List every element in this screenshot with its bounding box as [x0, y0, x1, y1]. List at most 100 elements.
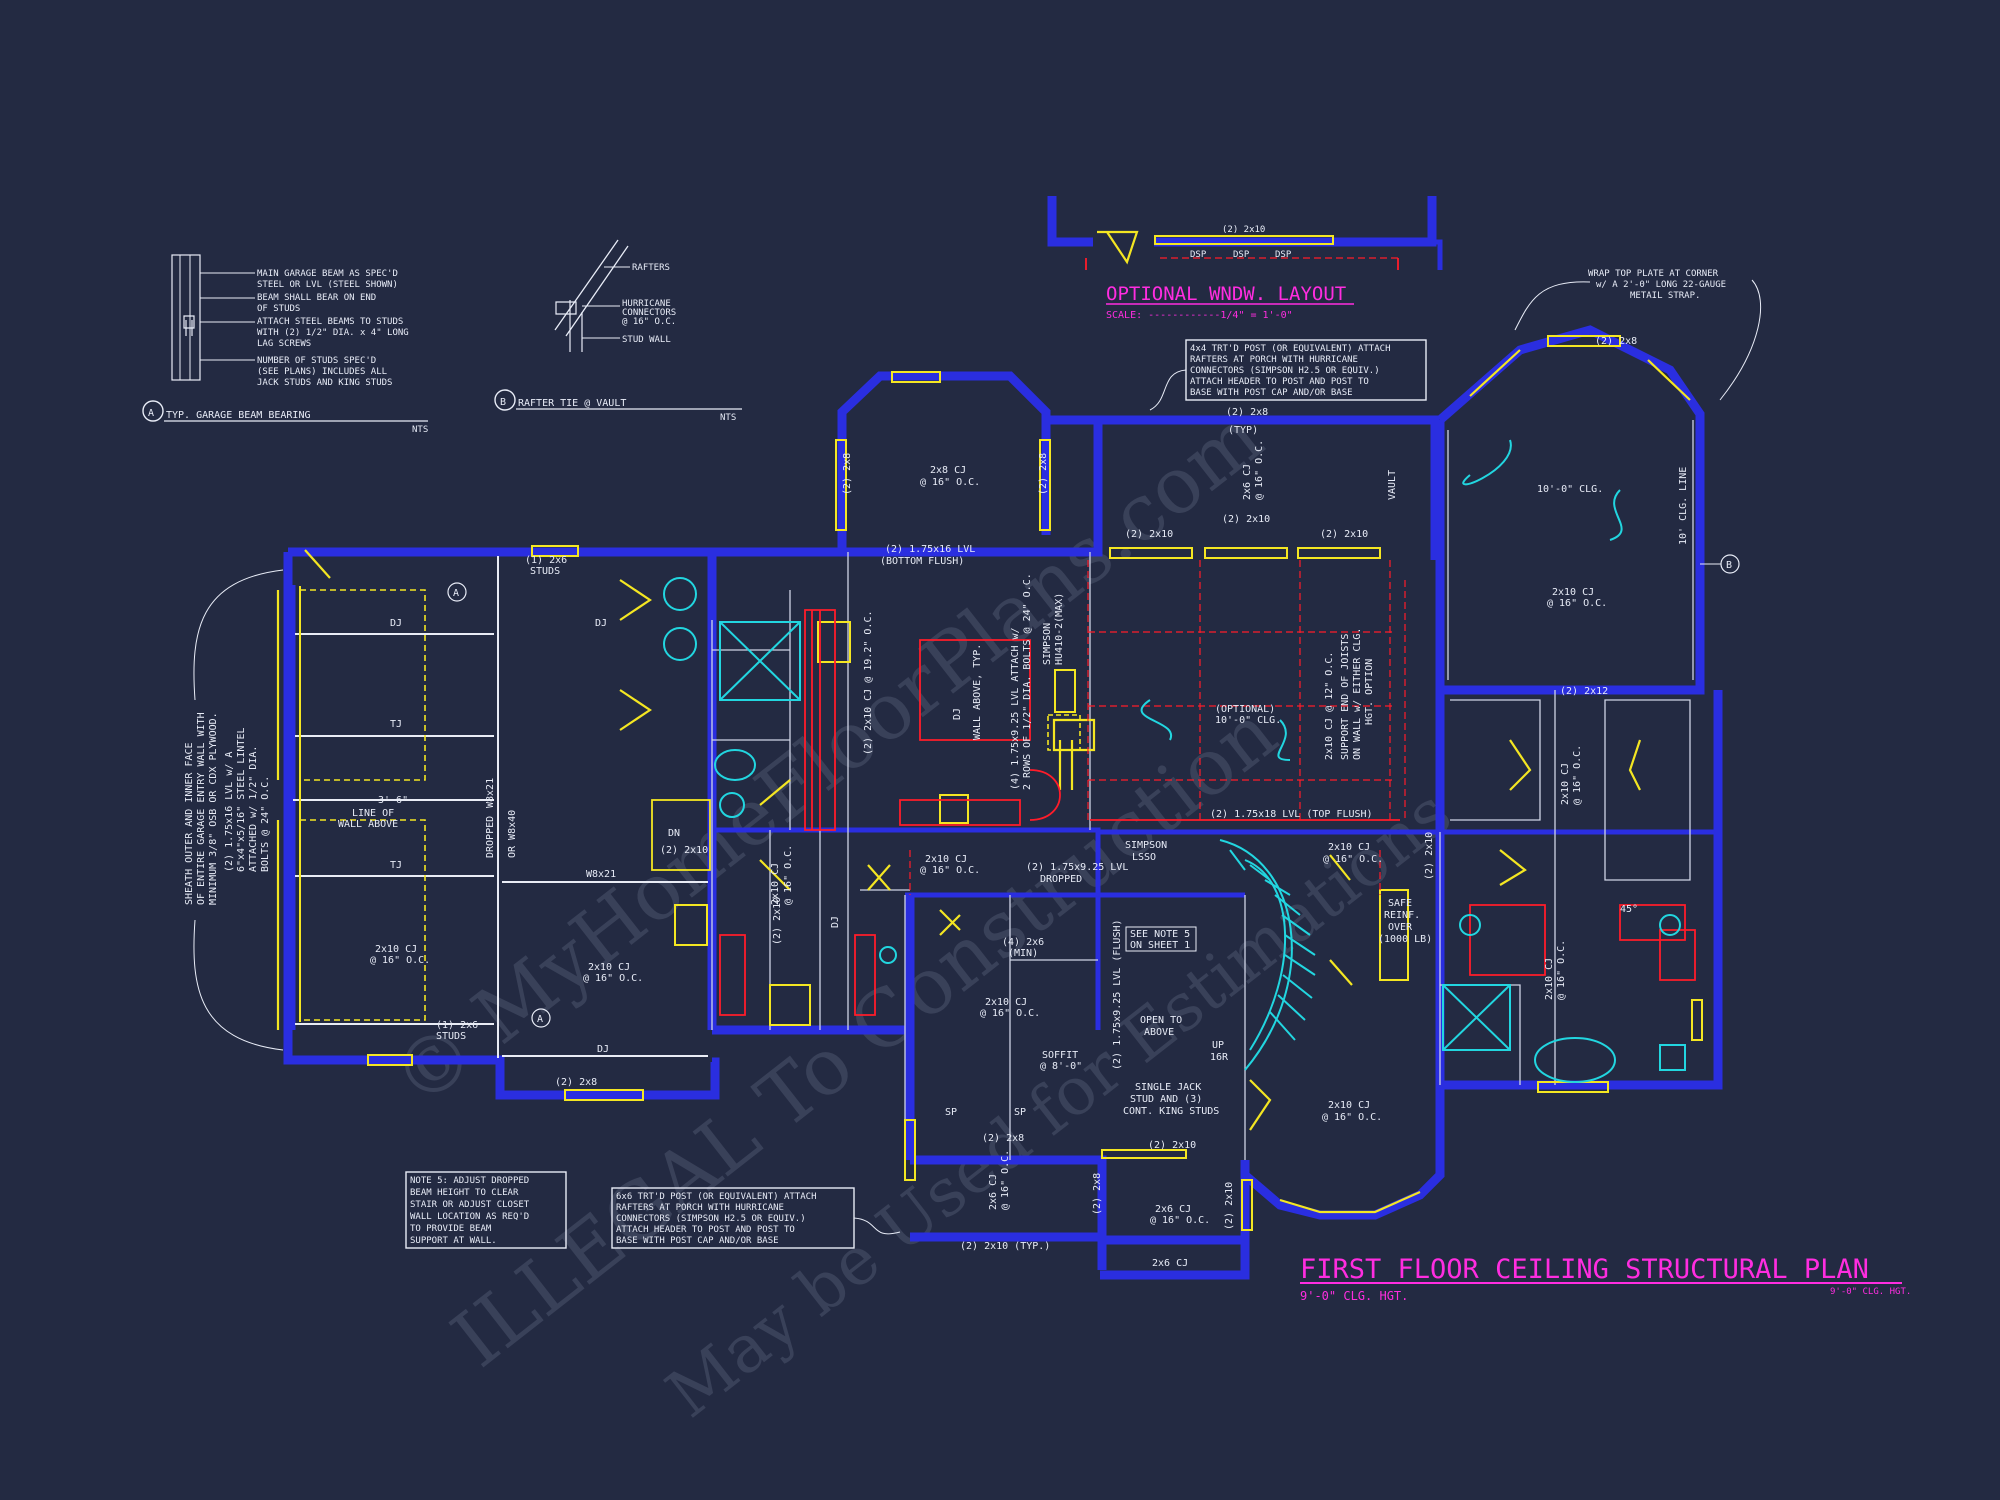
label-hall-oc: @ 16" O.C. — [1323, 854, 1383, 865]
label-closet-cj: 2x10 CJ — [1560, 763, 1571, 805]
label-45deg: 45° — [1620, 904, 1638, 915]
note-sheath-2: OF ENTIRE GARAGE ENTRY WALL WITH — [196, 712, 207, 905]
note-porch-top-3: CONNECTORS (SIMPSON H2.5 OR EQUIV.) — [1190, 366, 1380, 376]
main-title-block: FIRST FLOOR CEILING STRUCTURAL PLAN 9'-0… — [1300, 1254, 1911, 1303]
label-porch-hdr-side: (2) 2x8 — [1092, 1173, 1103, 1215]
label-lvl-dropped: (2) 1.75x9.25 LVL — [1026, 862, 1128, 873]
note-porch-bottom-5: BASE WITH POST CAP AND/OR BASE — [616, 1236, 779, 1246]
detail-a-note-8: NUMBER OF STUDS SPEC'D — [257, 356, 376, 366]
note-lvl-garage-4: BOLTS @ 24" O.C. — [260, 776, 271, 872]
label-jack-1: SINGLE JACK — [1135, 1082, 1201, 1093]
label-entry-cj: 2x6 CJ — [1155, 1204, 1191, 1215]
label-dim-36: 3'-6" — [378, 795, 408, 806]
label-clg-10-line: 10' CLG. LINE — [1678, 467, 1689, 545]
note-sheath-1: SHEATH OUTER AND INNER FACE — [184, 742, 195, 905]
note-5-line-6: SUPPORT AT WALL. — [410, 1236, 497, 1246]
label-laundry-cj: 2x10 CJ — [770, 863, 781, 905]
label-bay-header-l: (2) 2x8 — [842, 453, 853, 495]
label-safe-4: (1000 LB) — [1378, 934, 1432, 945]
label-min-2x6: (4) 2x6 — [1002, 937, 1044, 948]
label-safe-2: REINF. — [1384, 910, 1420, 921]
note-porch-top-2: RAFTERS AT PORCH WITH HURRICANE — [1190, 355, 1358, 365]
label-tj-2: TJ — [390, 860, 402, 871]
label-simpson-lsso-2: LSSO — [1132, 852, 1156, 863]
label-garage-header: (2) 2x8 — [555, 1077, 597, 1088]
label-lvl-dropped-2: DROPPED — [1040, 874, 1082, 885]
detail-a-title: TYP. GARAGE BEAM BEARING — [166, 410, 311, 421]
label-soffit-2: @ 8'-0" — [1040, 1061, 1082, 1072]
detail-b-rafter-tie: RAFTERS HURRICANE CONNECTORS @ 16" O.C. … — [494, 239, 742, 423]
label-studs-top: (1) 2x6 — [525, 555, 567, 566]
optional-layout-scale: SCALE: ------------1/4" = 1'-0" — [1106, 310, 1293, 321]
label-dj-1: DJ — [390, 618, 402, 629]
garage-side-notes: SHEATH OUTER AND INNER FACE OF ENTIRE GA… — [184, 554, 1740, 1051]
label-bath-cj: 2x10 CJ — [1544, 958, 1555, 1000]
label-w8x21-beam: W8x21 — [586, 869, 616, 880]
detail-b-scale: NTS — [720, 413, 736, 423]
label-hdr-1: (2) 2x10 — [1125, 529, 1173, 540]
label-entry-oc: @ 16" O.C. — [1150, 1215, 1210, 1226]
label-cj-19: (2) 2x10 CJ @ 19.2" O.C. — [863, 611, 874, 756]
optional-window-layout: (2) 2x10 DSP DSP DSP OPTIONAL WNDW. LAYO… — [1047, 196, 1443, 321]
label-w8x21-vertical: W8x21 — [485, 778, 496, 808]
label-porch-header: (2) 2x8 — [1226, 407, 1268, 418]
label-safe-1: SAFE — [1388, 898, 1412, 909]
label-lvl-bottom-2: (BOTTOM FLUSH) — [880, 556, 964, 567]
label-study-cj: 2x10 CJ — [925, 854, 967, 865]
label-front-typ: (2) 2x10 (TYP.) — [960, 1241, 1050, 1252]
detail-a-note-6: WITH (2) 1/2" DIA. x 4" LONG — [257, 328, 409, 338]
label-garage-cj-1: 2x10 CJ — [375, 944, 417, 955]
label-see-note: SEE NOTE 5 — [1130, 929, 1190, 940]
label-garage-oc-1: @ 16" O.C. — [370, 955, 430, 966]
opt-dsp-1: DSP — [1190, 250, 1207, 260]
label-lvl-top: (2) 1.75x18 LVL (TOP FLUSH) — [1210, 809, 1373, 820]
label-vault-hdr-top: (2) 2x8 — [1595, 336, 1637, 347]
label-hdr-3: (2) 2x10 — [1320, 529, 1368, 540]
label-hall-hdr: (2) 2x10 — [1424, 832, 1435, 880]
label-support-1: SUPPORT END OF JOISTS — [1340, 634, 1351, 760]
label-garage-cj-2: 2x10 CJ — [588, 962, 630, 973]
note-5: NOTE 5: ADJUST DROPPED BEAM HEIGHT TO CL… — [405, 1171, 567, 1249]
label-vault-oc: @ 16" O.C. — [1547, 598, 1607, 609]
callout-a-1: A — [453, 588, 459, 599]
plan-labels: DJ DJ TJ TJ DJ DN 2x10 CJ @ 16" O.C. 2x1… — [338, 336, 1689, 1269]
note-wrap-1: WRAP TOP PLATE AT CORNER — [1588, 269, 1719, 279]
label-safe-3: OVER — [1388, 922, 1413, 933]
detail-a-garage-beam-bearing: MAIN GARAGE BEAM AS SPEC'D STEEL OR LVL … — [142, 254, 428, 435]
main-title: FIRST FLOOR CEILING STRUCTURAL PLAN — [1300, 1254, 1869, 1285]
label-h-2x12: (2) 2x12 — [1560, 686, 1608, 697]
label-laundry-oc: @ 16" O.C. — [783, 845, 794, 905]
label-optional-clg: (OPTIONAL) — [1215, 704, 1275, 715]
label-dining-cj: 2x8 CJ — [930, 465, 966, 476]
label-porch-cj: 2x6 CJ — [1242, 464, 1253, 500]
note-wrap-3: METAIL STRAP. — [1630, 291, 1700, 301]
label-bay-oc: @ 16" O.C. — [1322, 1112, 1382, 1123]
label-dining-oc: @ 16" O.C. — [920, 477, 980, 488]
label-open-above: ABOVE — [1144, 1027, 1174, 1038]
label-simpson-hu: SIMPSON — [1042, 623, 1053, 665]
note-porch-bottom-2: RAFTERS AT PORCH WITH HURRICANE — [616, 1203, 784, 1213]
label-entry-hdr-side: (2) 2x10 — [1224, 1182, 1235, 1230]
label-dj-3: DJ — [597, 1044, 609, 1055]
label-laundry-hdr: (2) 2x10 — [772, 897, 783, 945]
label-study-oc: @ 16" O.C. — [920, 865, 980, 876]
note-5-line-2: BEAM HEIGHT TO CLEAR — [410, 1188, 519, 1198]
detail-a-note-5: ATTACH STEEL BEAMS TO STUDS — [257, 317, 403, 327]
label-cj-12: 2x10 CJ @ 12" O.C. — [1324, 652, 1335, 760]
fixtures-and-stairs — [663, 439, 1686, 1083]
note-lvl-garage-2: 6"x4"x5/16" STEEL LINTEL — [236, 728, 247, 873]
detail-b-note-4: @ 16" O.C. — [622, 317, 676, 327]
label-lvl-flush: (2) 1.75x9.25 LVL (FLUSH) — [1112, 919, 1123, 1070]
label-dj-2: DJ — [595, 618, 607, 629]
note-porch-bottom-3: CONNECTORS (SIMPSON H2.5 OR EQUIV.) — [616, 1214, 806, 1224]
detail-a-note-3: BEAM SHALL BEAR ON END — [257, 293, 376, 303]
note-sheath-3: MINIMUM 3/8" OSB OR CDX PLYWOOD. — [208, 712, 219, 905]
detail-a-note-7: LAG SCREWS — [257, 339, 311, 349]
note-5-line-3: STAIR OR ADJUST CLOSET — [410, 1200, 530, 1210]
label-optional-clg-2: 10'-0" CLG. — [1215, 715, 1281, 726]
label-open-to: OPEN TO — [1140, 1015, 1182, 1026]
label-front-hdr: (2) 2x8 — [982, 1133, 1024, 1144]
opt-header-label: (2) 2x10 — [1222, 225, 1265, 235]
label-line-of: LINE OF — [352, 808, 394, 819]
